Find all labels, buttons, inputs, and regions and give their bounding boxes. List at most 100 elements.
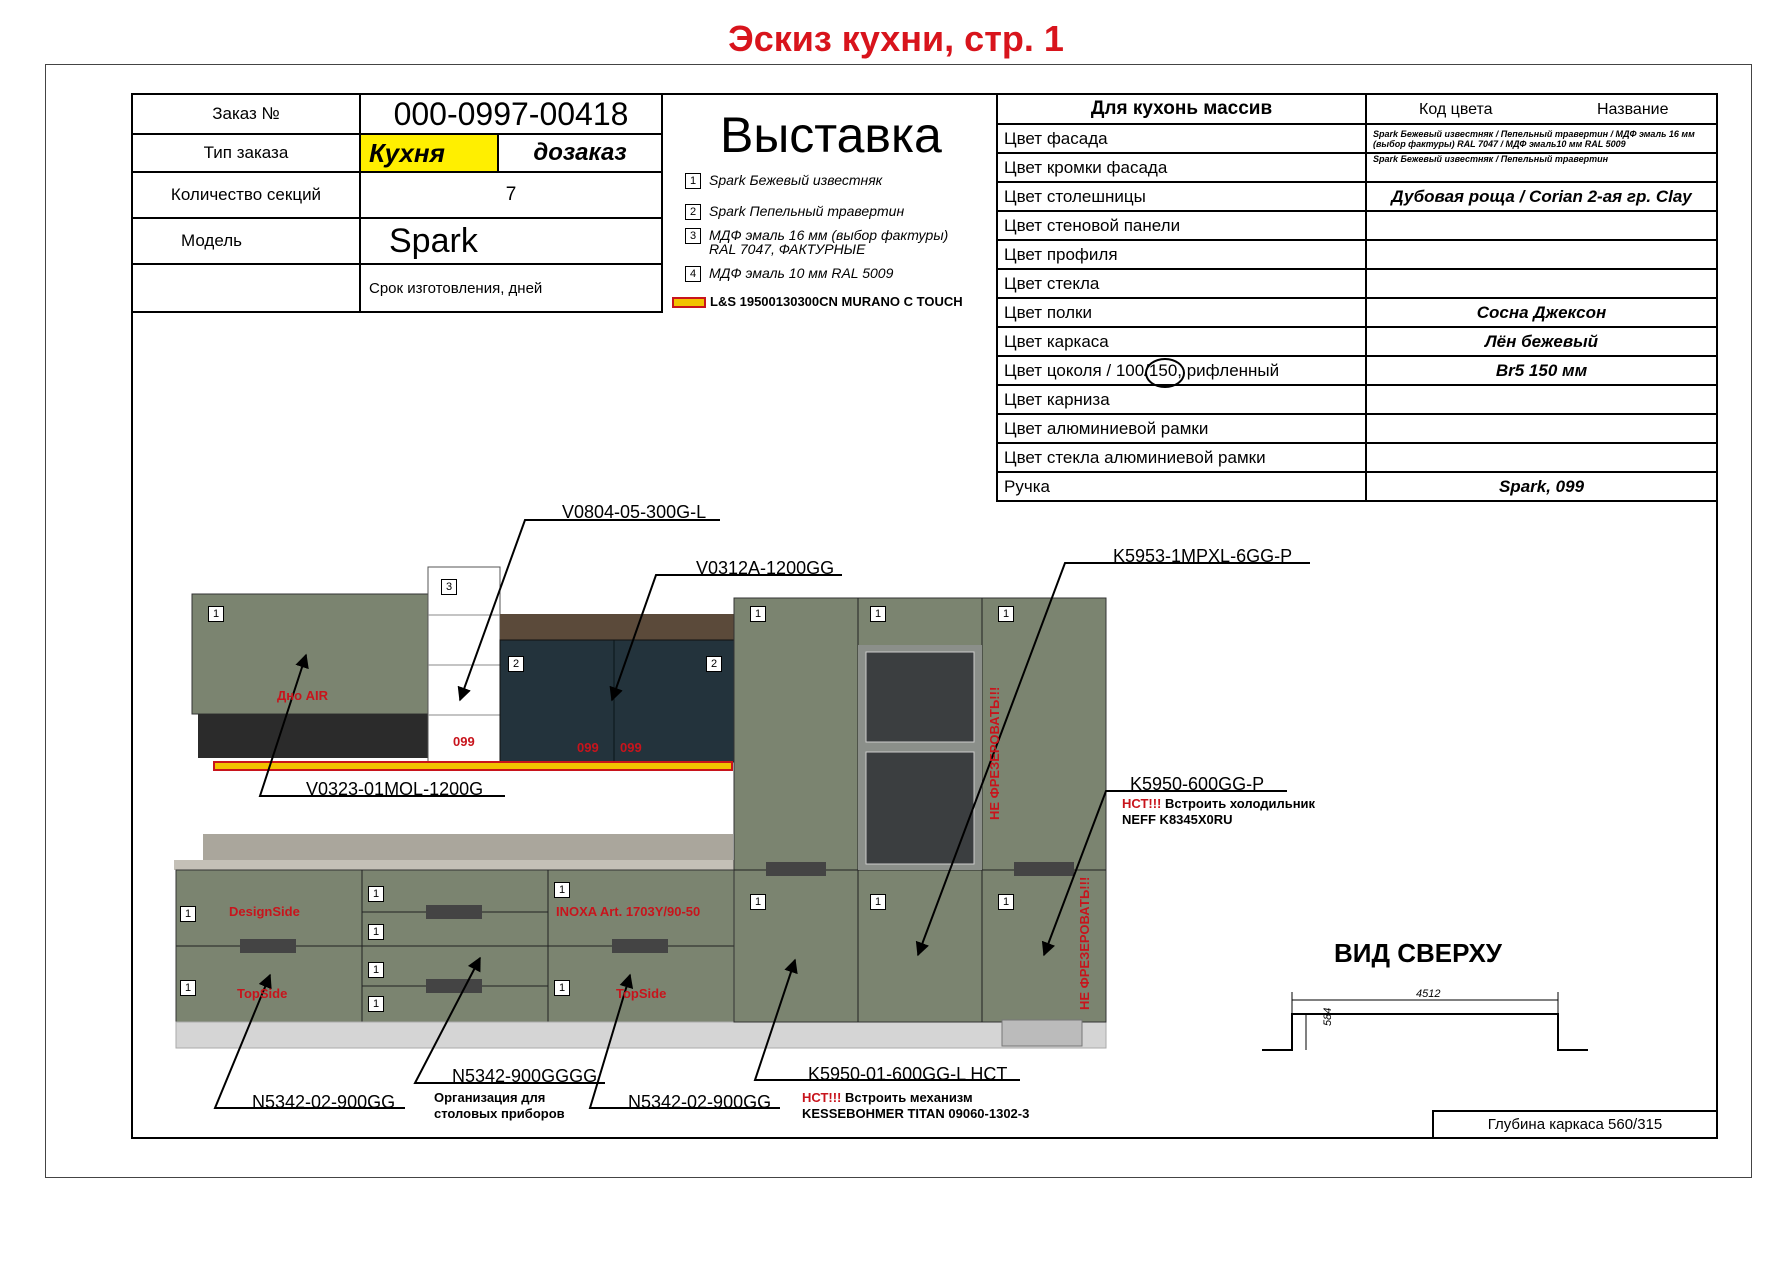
no-mill-text: НЕ ФРЕЗЕРОВАТЬ!!! — [1077, 876, 1092, 1010]
row-plinth-value: Br5 150 мм — [1365, 355, 1718, 386]
sections-label: Количество секций — [131, 171, 361, 219]
row-facade-value: Spark Бежевый известняк / Пепельный трав… — [1365, 123, 1718, 154]
legend-num-box: 3 — [685, 228, 701, 244]
order-type-extra: дозаказ — [497, 133, 663, 173]
drawing-frame — [131, 93, 1718, 1139]
edge-legend: L&S 19500130300CN MURANO C TOUCH — [672, 294, 963, 309]
code-label: V0804-05-300G-L — [562, 502, 707, 522]
carcass-depth-note: Глубина каркаса 560/315 — [1432, 1110, 1718, 1139]
legend-text: МДФ эмаль 10 мм RAL 5009 — [709, 265, 894, 281]
tag-1: 1 — [368, 886, 384, 902]
air-bottom-cabinet — [198, 714, 430, 758]
mechanism-model: KESSEBOHMER TITAN 09060-1302-3 — [802, 1106, 1030, 1121]
tag-1: 1 — [368, 996, 384, 1012]
model-value: Spark — [359, 217, 663, 265]
row-edge-label: Цвет кромки фасада — [996, 152, 1367, 183]
order-number-value: 000-0997-00418 — [359, 93, 663, 135]
tag-1: 1 — [368, 962, 384, 978]
lead-time-empty — [131, 263, 361, 313]
order-info-table: Заказ № 000-0997-00418 Тип заказа Кухня … — [131, 93, 663, 313]
handle — [426, 905, 482, 919]
tag-1: 1 — [368, 924, 384, 940]
row-plinth-label: Цвет цоколя / 100/150, рифленный — [996, 355, 1367, 388]
row-handle-label: Ручка — [996, 471, 1367, 502]
order-type-label: Тип заказа — [131, 133, 361, 173]
tag-1: 1 — [750, 894, 766, 910]
tag-1: 1 — [554, 882, 570, 898]
row-facade-label: Цвет фасада — [996, 123, 1367, 154]
dark-upper-cabinet — [499, 639, 737, 763]
row-profile-value — [1365, 239, 1718, 270]
row-alu-glass-value — [1365, 442, 1718, 473]
sections-value: 7 — [359, 171, 663, 219]
topside-label: TopSide — [616, 986, 667, 1001]
tag-1: 1 — [180, 906, 196, 922]
row-alu-label: Цвет алюминиевой рамки — [996, 413, 1367, 444]
handle — [1014, 862, 1074, 876]
row-handle-value: Spark, 099 — [1365, 471, 1718, 502]
row-carcass-value: Лён бежевый — [1365, 326, 1718, 357]
row-wallpanel-value — [1365, 210, 1718, 241]
color-table-title: Для кухонь массив — [996, 93, 1367, 125]
legend-text: Spark Пепельный травертин — [709, 203, 905, 219]
code-label: N5342-02-900GG — [252, 1092, 396, 1112]
legend-num-box: 4 — [685, 266, 701, 283]
color-name-header: Название — [1597, 101, 1669, 118]
fridge-note: НСТ!!! Встроить холодильник — [1122, 796, 1315, 811]
lead-time-label: Срок изготовления, дней — [359, 263, 663, 313]
inoxa-label: INOXA Art. 1703Y/90-50 — [556, 904, 701, 919]
fridge-note-warning: НСТ!!! — [1122, 796, 1162, 811]
tag-1: 1 — [554, 980, 570, 996]
main-oven — [865, 751, 975, 865]
top-view-outline — [1262, 1013, 1588, 1051]
tag-1: 1 — [870, 894, 886, 910]
handle-code-label: 099 — [453, 734, 475, 749]
shelf-top — [500, 614, 736, 640]
row-shelf-label: Цвет полки — [996, 297, 1367, 328]
order-number-label: Заказ № — [131, 93, 361, 135]
legend-num-box: 2 — [685, 204, 701, 221]
air-bottom-label: Дно AIR — [277, 688, 329, 703]
row-cornice-value — [1365, 384, 1718, 415]
mechanism-note: НСТ!!! Встроить механизм — [802, 1090, 973, 1105]
color-code-header: Код цвета — [1419, 101, 1493, 118]
row-glass-value — [1365, 268, 1718, 299]
row-wallpanel-label: Цвет стеновой панели — [996, 210, 1367, 241]
page-title: Эскиз кухни, стр. 1 — [728, 18, 1064, 59]
plinth — [175, 1021, 1107, 1049]
tag-1: 1 — [208, 606, 224, 622]
row-carcass-label: Цвет каркаса — [996, 326, 1367, 357]
compact-oven — [865, 651, 975, 743]
code-label: K5953-1MPXL-6GG-P — [1113, 546, 1293, 566]
code-label: N5342-900GGGG — [452, 1066, 598, 1086]
cutlery-note-2: столовых приборов — [434, 1106, 565, 1121]
code-label: V0323-01MOL-1200G — [306, 779, 484, 799]
row-cornice-label: Цвет карниза — [996, 384, 1367, 415]
code-label: N5342-02-900GG — [628, 1092, 772, 1112]
upper-cabinet-left — [191, 593, 429, 715]
cutlery-note-1: Организация для — [434, 1090, 546, 1105]
color-table: Для кухонь массив Код цвета Название Цве… — [996, 93, 1718, 502]
code-label: K5950-01-600GG-L HCT — [808, 1064, 1008, 1084]
top-view-title: ВИД СВЕРХУ — [1334, 938, 1502, 968]
countertop — [203, 834, 733, 860]
fridge-note-text: Встроить холодильник — [1161, 796, 1316, 811]
tag-1: 1 — [998, 894, 1014, 910]
edge-band — [213, 761, 733, 771]
exhibition-title: Выставка — [720, 107, 942, 163]
open-shelf-unit — [427, 566, 501, 768]
row-worktop-label: Цвет столешницы — [996, 181, 1367, 212]
row-worktop-value: Дубовая роща / Corian 2-ая гр. Clay — [1365, 181, 1718, 212]
tag-3: 3 — [441, 579, 457, 595]
tag-2: 2 — [508, 656, 524, 672]
handle — [426, 979, 482, 993]
no-mill-text: НЕ ФРЕЗЕРОВАТЬ!!! — [987, 686, 1002, 820]
order-type-value: Кухня — [359, 133, 499, 173]
vent-grille — [1001, 1019, 1083, 1047]
row-alu-value — [1365, 413, 1718, 444]
model-label: Модель — [131, 217, 361, 265]
legend-text: Spark Бежевый известняк — [709, 172, 883, 188]
top-view-depth: 584 — [1322, 1007, 1334, 1026]
row-edge-value: Spark Бежевый известняк / Пепельный трав… — [1365, 152, 1718, 183]
row-alu-glass-label: Цвет стекла алюминиевой рамки — [996, 442, 1367, 473]
